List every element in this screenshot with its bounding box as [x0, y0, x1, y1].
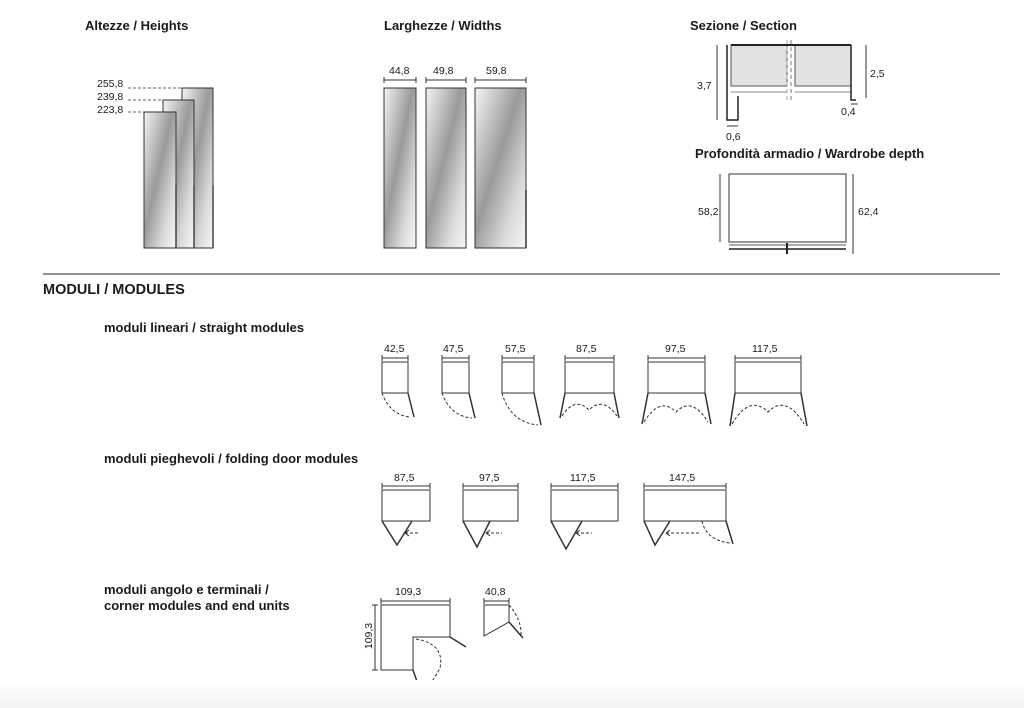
straight-module-label-3: 57,5: [505, 343, 526, 355]
width-label-3: 59,8: [486, 65, 507, 77]
width-panels-drawing: [383, 77, 527, 249]
height-label-2: 239,8: [97, 91, 124, 103]
straight-module-label-2: 47,5: [443, 343, 464, 355]
section-edge-label: 0,4: [841, 106, 856, 118]
modules-heading: MODULI / MODULES: [43, 282, 185, 298]
width-label-1: 44,8: [389, 65, 410, 77]
width-label-2: 49,8: [433, 65, 454, 77]
straight-module-label-4: 87,5: [576, 343, 597, 355]
bottom-fade: [0, 680, 1024, 708]
folding-modules-heading: moduli pieghevoli / folding door modules: [104, 451, 359, 466]
folding-modules-drawing: [381, 483, 734, 551]
section-thickness-label: 2,5: [870, 68, 885, 80]
depth-inner-label: 58,2: [698, 206, 719, 218]
height-label-3: 223,8: [97, 104, 124, 116]
section-heading: Sezione / Section: [690, 18, 797, 33]
heights-heading: Altezze / Heights: [85, 18, 189, 33]
height-label-1: 255,8: [97, 78, 124, 90]
end-unit-width-label: 40,8: [485, 586, 506, 598]
section-height-label: 3,7: [697, 80, 712, 92]
depth-outer-label: 62,4: [858, 206, 879, 218]
straight-module-label-1: 42,5: [384, 343, 405, 355]
section-detail-drawing: [716, 40, 867, 127]
corner-module-width-label: 109,3: [395, 586, 422, 598]
straight-module-label-6: 117,5: [752, 343, 778, 355]
corner-modules-heading-line2: corner modules and end units: [104, 598, 290, 613]
section-lip-label: 0,6: [726, 131, 741, 143]
folding-module-label-3: 117,5: [570, 472, 596, 484]
corner-module-drawing: [372, 598, 467, 691]
straight-module-label-5: 97,5: [665, 343, 686, 355]
end-unit-drawing: [483, 598, 524, 639]
folding-module-label-4: 147,5: [669, 472, 696, 484]
folding-module-label-2: 97,5: [479, 472, 500, 484]
wardrobe-depth-heading: Profondità armadio / Wardrobe depth: [695, 146, 925, 161]
straight-modules-drawing: [381, 355, 808, 427]
corner-modules-heading-line1: moduli angolo e terminali /: [104, 582, 269, 597]
straight-modules-heading: moduli lineari / straight modules: [104, 320, 305, 335]
folding-module-label-1: 87,5: [394, 472, 415, 484]
widths-heading: Larghezze / Widths: [384, 18, 502, 33]
wardrobe-depth-drawing: [719, 173, 854, 254]
height-panels-drawing: [128, 87, 214, 249]
